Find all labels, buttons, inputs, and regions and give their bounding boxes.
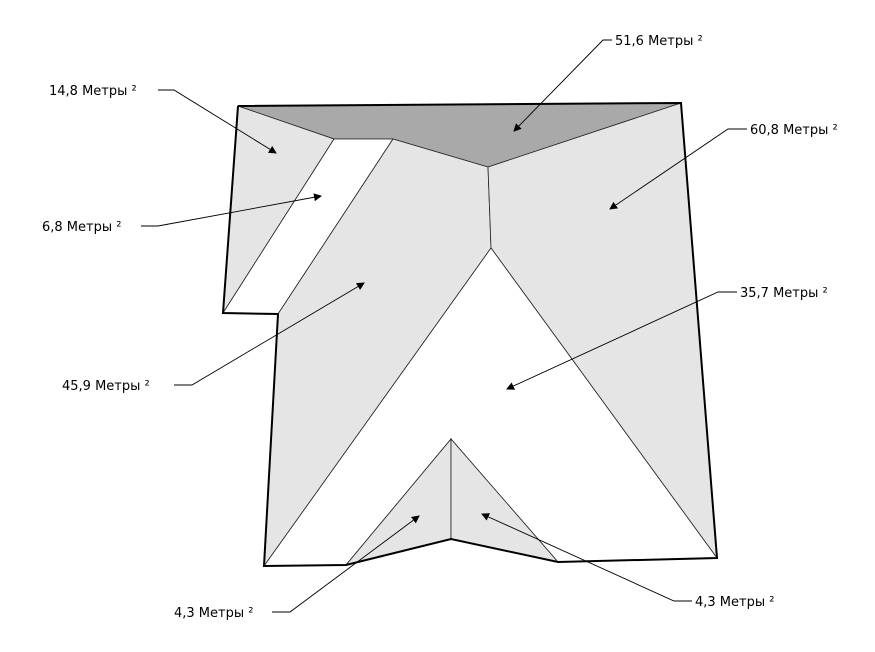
- area-label-strip: 6,8 Метры ²: [42, 220, 121, 235]
- leader-line-center: [506, 291, 737, 390]
- area-label-center: 35,7 Метры ²: [740, 286, 828, 301]
- area-label-small-left: 4,3 Метры ²: [174, 606, 253, 621]
- leader-line-upper-left: [158, 89, 277, 154]
- area-label-small-right: 4,3 Метры ²: [695, 595, 774, 610]
- area-label-right: 60,8 Метры ²: [750, 123, 838, 138]
- area-label-upper-left: 14,8 Метры ²: [49, 84, 137, 99]
- leader-line-strip: [141, 193, 322, 227]
- leader-line-small-right: [481, 513, 692, 602]
- leader-line-top: [513, 39, 612, 132]
- leader-line-right: [609, 128, 747, 210]
- area-label-top: 51,6 Метры ²: [615, 34, 703, 49]
- roof-outline: [221, 101, 719, 568]
- leader-line-left: [174, 282, 365, 386]
- area-label-left: 45,9 Метры ²: [62, 379, 150, 394]
- leader-line-small-left: [272, 515, 420, 613]
